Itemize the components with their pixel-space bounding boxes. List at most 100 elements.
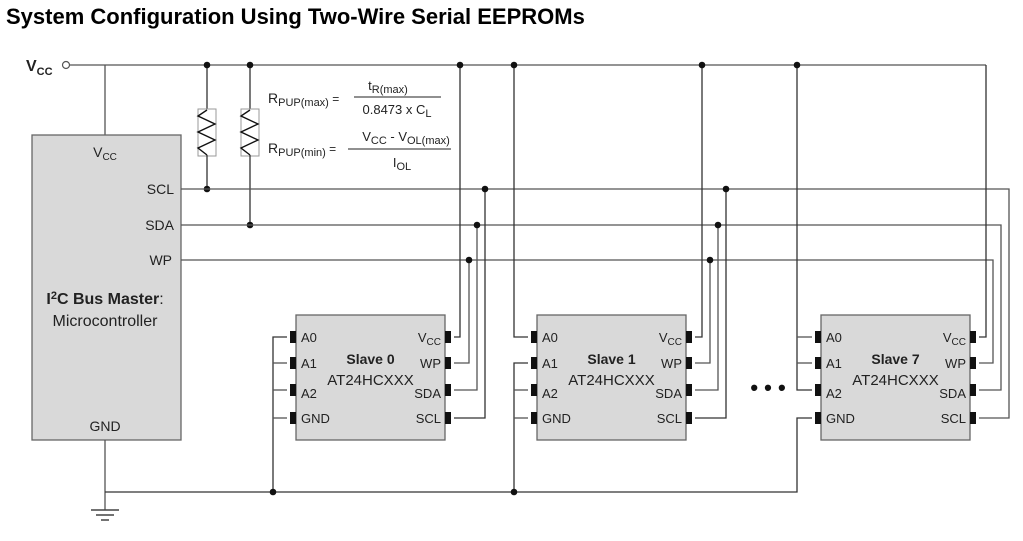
slave1-wp-wire [695, 260, 711, 364]
svg-text:VCC - VOL(max): VCC - VOL(max) [362, 129, 450, 147]
junction-node [456, 61, 464, 69]
master-subtitle: Microcontroller [53, 313, 159, 330]
svg-text:RPUP(min) =: RPUP(min) = [268, 140, 336, 159]
pin-icon [531, 331, 537, 343]
slave-part-number: AT24HCXXX [327, 372, 413, 389]
slave0-scl-wire [454, 189, 486, 419]
vcc-terminal-icon [61, 60, 71, 70]
slave0-vcc-wire [454, 65, 461, 338]
junction-node [722, 185, 730, 193]
junction-node [203, 61, 211, 69]
pin-label-a0: A0 [301, 330, 317, 345]
pin-label-wp: WP [420, 356, 441, 371]
gnd-bus [105, 417, 812, 493]
junction-node [246, 61, 254, 69]
slave7-address-vcc-wire [796, 65, 812, 391]
svg-text:VCC: VCC [26, 58, 53, 78]
pin-icon [445, 331, 451, 343]
pin-icon [531, 357, 537, 369]
pin-icon [531, 412, 537, 424]
junction-node [473, 221, 481, 229]
equation-rpup-min: RPUP(min) = VCC - VOL(max) IOL [268, 129, 451, 173]
pin-label-scl: SCL [416, 411, 441, 426]
pin-label-a2: A2 [301, 386, 317, 401]
slave-name: Slave 1 [587, 351, 635, 367]
slave-chip-body [536, 314, 687, 441]
master-title: I2C Bus Master: [46, 290, 163, 308]
master-pin-sda: SDA [145, 217, 174, 233]
junction-node [698, 61, 706, 69]
diagram-title: System Configuration Using Two-Wire Seri… [6, 4, 585, 29]
wp-bus [181, 259, 994, 364]
slave0-sda-wire [454, 225, 478, 391]
svg-text:RPUP(max) =: RPUP(max) = [268, 90, 339, 109]
junction-node [793, 61, 801, 69]
master-pin-gnd: GND [89, 418, 120, 434]
pullup-resistor-sda [239, 65, 260, 225]
slave-part-number: AT24HCXXX [568, 372, 654, 389]
pin-icon [970, 331, 976, 343]
pin-icon [445, 412, 451, 424]
equation-rpup-max: RPUP(max) = tR(max) 0.8473 x CL [268, 78, 441, 120]
scl-bus [181, 188, 1010, 419]
pin-icon [686, 357, 692, 369]
pin-label-gnd: GND [301, 411, 330, 426]
pin-label-scl: SCL [657, 411, 682, 426]
slave1-scl-wire [695, 189, 727, 419]
slave1-sda-wire [695, 225, 719, 391]
svg-text:IOL: IOL [393, 155, 411, 173]
pin-label-gnd: GND [826, 411, 855, 426]
pin-icon [815, 384, 821, 396]
slave0-wp-wire [454, 260, 470, 364]
resistor-icon [196, 109, 217, 156]
junction-node [510, 61, 518, 69]
pin-icon [686, 412, 692, 424]
slave-part-number: AT24HCXXX [852, 372, 938, 389]
ground-icon [91, 509, 119, 521]
master-pin-vcc: VCC [93, 144, 117, 163]
pin-icon [970, 412, 976, 424]
pin-label-vcc: VCC [418, 330, 441, 348]
pin-label-sda: SDA [655, 386, 682, 401]
svg-text:tR(max): tR(max) [368, 78, 408, 96]
pin-icon [290, 331, 296, 343]
pin-icon [815, 357, 821, 369]
junction-node [465, 256, 473, 264]
pin-icon [815, 331, 821, 343]
pin-icon [686, 331, 692, 343]
slave-name: Slave 7 [871, 351, 919, 367]
pin-label-a1: A1 [301, 356, 317, 371]
pin-label-a1: A1 [542, 356, 558, 371]
pin-icon [815, 412, 821, 424]
pin-label-wp: WP [661, 356, 682, 371]
master-pin-scl: SCL [147, 181, 174, 197]
pin-icon [970, 357, 976, 369]
pin-label-gnd: GND [542, 411, 571, 426]
junction-node [269, 488, 277, 496]
pin-icon [445, 357, 451, 369]
pin-icon [970, 384, 976, 396]
slave0-address-gnd-wire [272, 336, 287, 492]
pin-icon [686, 384, 692, 396]
slave1-a0-vcc-wire [513, 65, 528, 338]
pin-label-wp: WP [945, 356, 966, 371]
svg-text:0.8473 x CL: 0.8473 x CL [363, 102, 432, 120]
vcc-supply-label: VCC [26, 58, 53, 78]
pin-label-a2: A2 [826, 386, 842, 401]
pin-icon [290, 357, 296, 369]
pin-icon [290, 412, 296, 424]
pin-label-vcc: VCC [943, 330, 966, 348]
junction-node [714, 221, 722, 229]
pullup-resistor-scl [196, 65, 217, 189]
sda-bus [181, 224, 1002, 391]
pin-icon [290, 384, 296, 396]
slave-chip-body [295, 314, 446, 441]
junction-node [510, 488, 518, 496]
slave-name: Slave 0 [346, 351, 394, 367]
slave1-vcc-wire [695, 65, 703, 338]
junction-node [706, 256, 714, 264]
pin-label-a1: A1 [826, 356, 842, 371]
